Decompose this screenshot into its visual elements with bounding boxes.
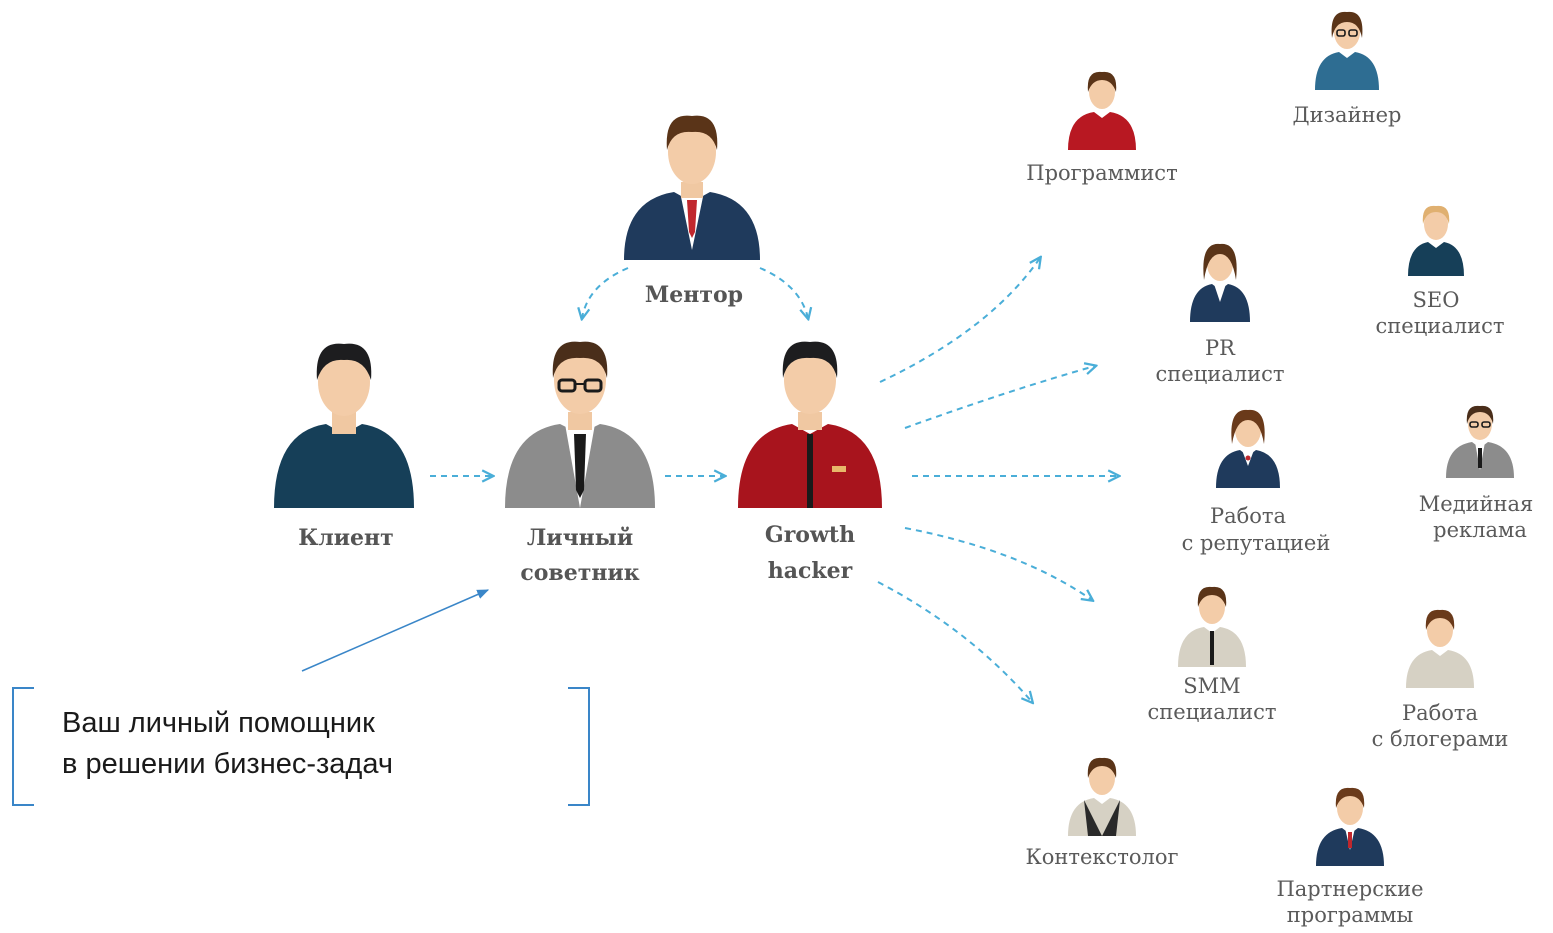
pr-avatar — [1190, 243, 1250, 322]
growth-label-line2: hacker — [768, 558, 853, 584]
bloggers-avatar — [1406, 609, 1474, 688]
growth-hacker-avatar — [738, 341, 882, 508]
programmer-avatar — [1068, 71, 1136, 150]
media-label-line1: Медийная — [1419, 492, 1534, 516]
advisor-label-line2: советник — [520, 560, 639, 586]
reputation-label-line2: с репутацией — [1182, 531, 1331, 555]
bloggers-label-line2: с блогерами — [1372, 727, 1509, 751]
pr-label-line2: специалист — [1156, 362, 1285, 386]
bracket-right — [568, 687, 590, 806]
arrow-mentor-to-advisor — [582, 267, 629, 318]
seo-label-line2: специалист — [1376, 314, 1505, 338]
arrow-growth-to-programmer — [879, 258, 1040, 383]
seo-label-line1: SEO — [1413, 288, 1460, 312]
context-avatar — [1068, 757, 1136, 836]
smm-label-line2: специалист — [1148, 700, 1277, 724]
client-avatar — [274, 343, 414, 508]
partner-label-line2: программы — [1287, 903, 1413, 927]
mentor-avatar — [624, 115, 760, 260]
caption: Ваш личный помощник в решении бизнес-зад… — [62, 703, 393, 785]
advisor-label-line1: Личный — [527, 525, 633, 551]
advisor-avatar — [505, 341, 655, 508]
bloggers-label-line1: Работа — [1402, 701, 1478, 725]
arrow-growth-to-pr — [904, 366, 1095, 429]
smm-avatar — [1178, 586, 1246, 667]
bracket-left — [12, 687, 34, 806]
reputation-label-line1: Работа — [1210, 504, 1286, 528]
media-avatar — [1446, 405, 1514, 478]
arrow-mentor-to-growth — [759, 267, 808, 318]
pointer-arrow — [301, 589, 490, 672]
arrow-growth-to-context — [877, 581, 1032, 702]
pr-label-line1: PR — [1205, 336, 1236, 360]
media-label-line2: реклама — [1433, 518, 1527, 542]
reputation-avatar — [1216, 409, 1280, 488]
programmer-label: Программист — [1026, 161, 1177, 185]
client-label: Клиент — [298, 525, 394, 551]
seo-avatar — [1408, 205, 1464, 276]
partner-label-line1: Партнерские — [1276, 877, 1423, 901]
partner-avatar — [1316, 787, 1384, 866]
designer-label: Дизайнер — [1293, 103, 1402, 127]
designer-avatar — [1315, 11, 1379, 90]
growth-label-line1: Growth — [765, 522, 855, 548]
mentor-label: Ментор — [645, 282, 743, 308]
arrow-growth-to-smm — [904, 527, 1092, 600]
context-label: Контекстолог — [1025, 845, 1178, 869]
flow-arrows — [430, 258, 1118, 702]
caption-line2: в решении бизнес-задач — [62, 748, 393, 780]
caption-line1: Ваш личный помощник — [62, 707, 375, 739]
smm-label-line1: SMM — [1183, 674, 1240, 698]
